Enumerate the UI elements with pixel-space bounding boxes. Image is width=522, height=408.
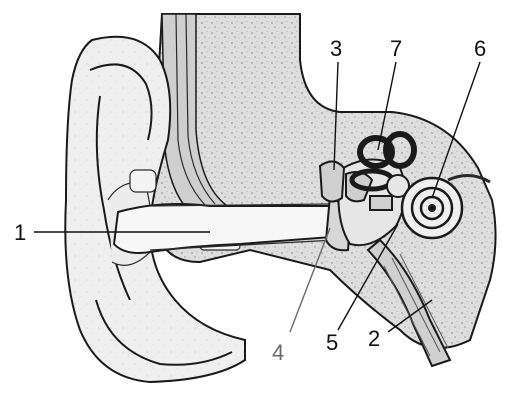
leader-line-6 [431,61,481,199]
label-1: 1 [14,220,26,245]
leader-line-2 [387,299,433,333]
auditory-nerve [447,174,491,184]
scalp-stripe [175,13,206,206]
cartilage-block [129,169,157,193]
label-6: 6 [474,36,486,61]
semicircular-canal-posterior [383,131,417,169]
label-4: 4 [272,340,284,365]
semicircular-canal-anterior [357,135,395,169]
helix-fold [89,63,153,141]
canal-wall-upper [149,203,331,207]
scalp-stripe [185,13,216,205]
ear-canal [112,203,347,254]
leader-line-3 [333,61,339,171]
leader-line-4 [289,227,331,333]
lobule [95,299,233,366]
vestibule [386,174,410,198]
label-7: 7 [390,36,402,61]
label-3: 3 [330,36,342,61]
canal-wall-lower [149,239,337,251]
auricle [64,35,246,384]
stapes [369,195,393,211]
cochlea-apex [428,204,436,212]
eustachian-tube [366,238,452,368]
label-5: 5 [326,330,338,355]
leader-line-7 [377,61,397,151]
eustachian-tube-fibers [383,253,449,357]
malleus [318,160,346,203]
antihelix [95,95,131,301]
leader-line-5 [337,223,399,331]
label-2: 2 [368,326,380,351]
